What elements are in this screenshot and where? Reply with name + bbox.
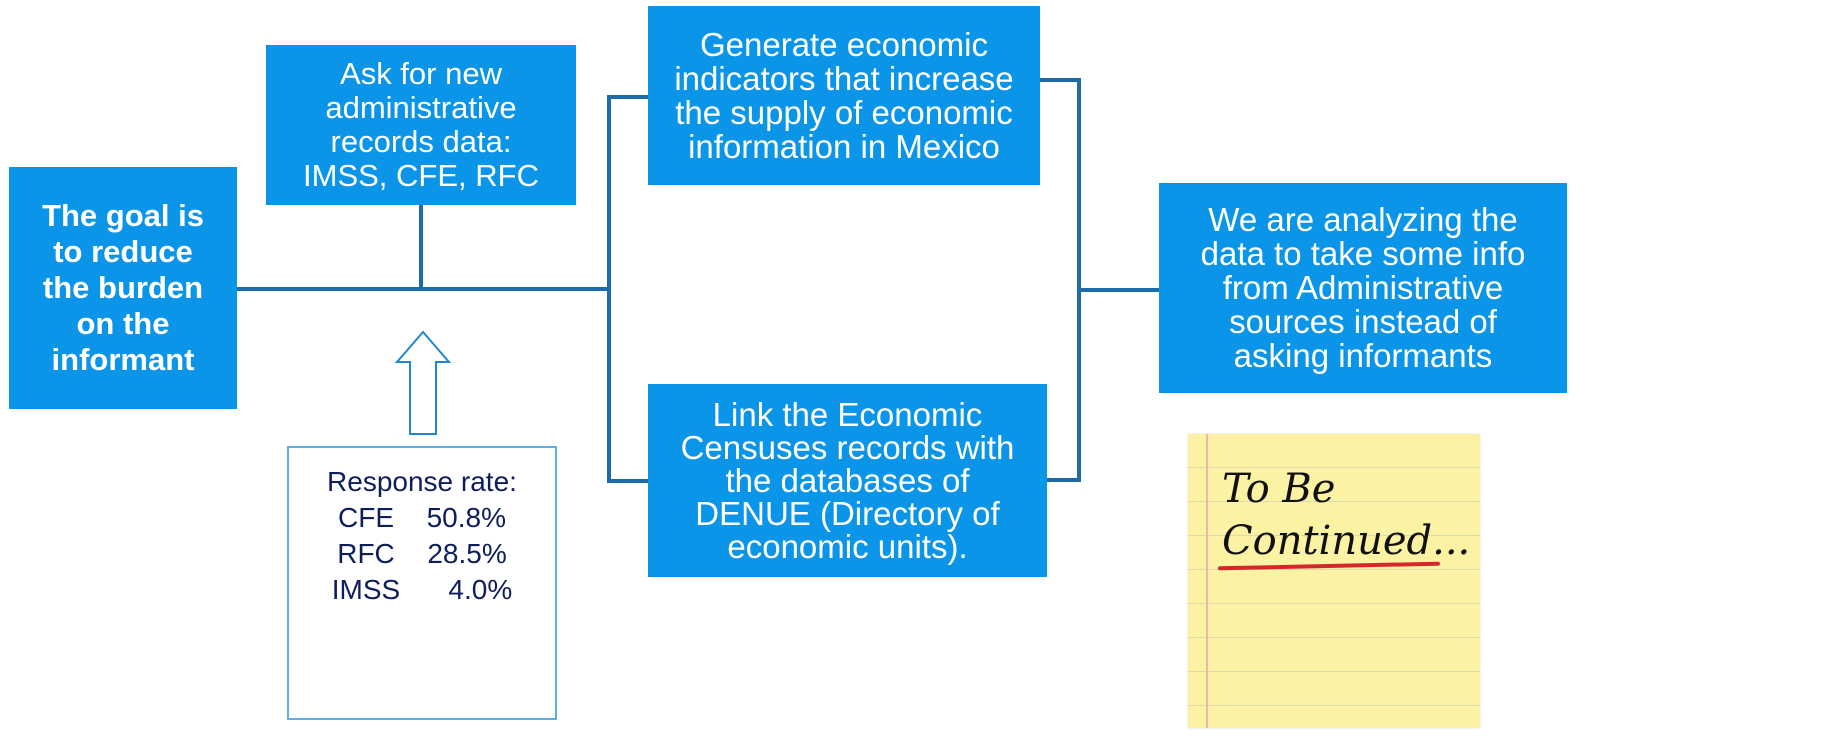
connector-goal-to-split [237, 287, 609, 291]
connector-right-bracket-vertical [1077, 78, 1081, 482]
ask-records-box: Ask for new administrative records data:… [266, 45, 576, 205]
response-rate-row: CFE 50.8% [289, 500, 555, 536]
goal-box: The goal is to reduce the burden on the … [9, 167, 237, 409]
generate-indicators-box: Generate economic indicators that increa… [648, 6, 1040, 185]
response-rate-box: Response rate: CFE 50.8% RFC 28.5% IMSS … [287, 446, 557, 720]
response-rate-label: CFE [338, 502, 394, 533]
goal-text: The goal is to reduce the burden on the … [42, 198, 204, 377]
note-line-1: To Be [1222, 466, 1336, 512]
connector-right-bracket-bottom [1047, 478, 1081, 482]
ask-records-text: Ask for new administrative records data:… [303, 56, 539, 193]
response-rate-row: RFC 28.5% [289, 536, 555, 572]
note-line-2: Continued... [1222, 518, 1471, 564]
link-censuses-text: Link the Economic Censuses records with … [680, 396, 1015, 565]
response-rate-title: Response rate: [327, 466, 517, 497]
analyzing-text: We are analyzing the data to take some i… [1200, 201, 1526, 374]
connector-right-bracket-top [1040, 78, 1081, 82]
response-rate-label: IMSS [331, 574, 401, 605]
up-arrow-icon [394, 330, 452, 435]
connector-left-bracket-top [607, 95, 648, 99]
connector-left-bracket-vertical [607, 95, 611, 483]
connector-left-bracket-bottom [607, 479, 648, 483]
response-rate-value: 50.8% [426, 502, 506, 533]
analyzing-box: We are analyzing the data to take some i… [1159, 183, 1567, 393]
to-be-continued-note-image: To Be Continued... [1188, 434, 1480, 728]
response-rate-row: IMSS 4.0% [289, 572, 555, 608]
generate-indicators-text: Generate economic indicators that increa… [674, 25, 1014, 165]
response-rate-value: 4.0% [448, 574, 513, 605]
connector-ask-stem [419, 205, 423, 289]
connector-to-analyzing [1077, 288, 1159, 292]
response-rate-value: 28.5% [427, 538, 507, 569]
link-censuses-box: Link the Economic Censuses records with … [648, 384, 1047, 577]
response-rate-label: RFC [337, 538, 395, 569]
